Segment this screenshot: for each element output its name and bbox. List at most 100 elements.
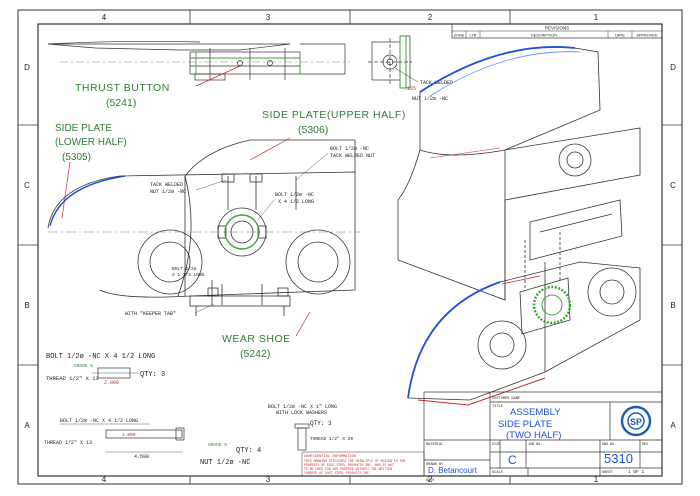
bolt-spec-2-thread: THREAD 1/2" X 13 bbox=[44, 440, 92, 446]
top-view bbox=[47, 40, 346, 81]
company-logo-icon: SP bbox=[620, 405, 652, 437]
material-label: MATERIAL bbox=[426, 443, 443, 447]
bolt-spec-2: BOLT 1/2ø -NC X 4 1/2 LONG THREAD 1/2" X… bbox=[44, 418, 261, 467]
bolt-top-line1: BOLT 1/2ø -NC bbox=[330, 146, 369, 152]
confidential-line1: THIS DRAWING DISCLOSES THE PRINCIPLE OF … bbox=[304, 459, 405, 463]
side-plate-lower-line2: (LOWER HALF) bbox=[55, 137, 127, 148]
drawn-by-label: DRAWN BY bbox=[426, 463, 444, 467]
col-label-3-bottom: 3 bbox=[266, 475, 271, 484]
bolt-mid-line1: BOLT 1/2ø -NC bbox=[275, 192, 314, 198]
scale-label: SCALE bbox=[492, 471, 503, 475]
row-label-a-left: A bbox=[24, 421, 30, 430]
confidential-heading: CONFIDENTIAL INFORMATION bbox=[304, 455, 356, 459]
sheet-label: SHEET bbox=[602, 471, 614, 475]
end-view-weld bbox=[399, 35, 407, 89]
row-label-d-left: D bbox=[24, 63, 30, 72]
main-elevation bbox=[47, 139, 356, 316]
confidential-box: CONFIDENTIAL INFORMATION THIS DRAWING DI… bbox=[301, 451, 425, 477]
tack-welded-mid-line2: NUT 1/2ø -NC bbox=[150, 189, 186, 195]
size-label: SIZE bbox=[492, 443, 500, 447]
logo-text: SP bbox=[630, 417, 642, 427]
revisions-header-date: DATE bbox=[615, 34, 625, 38]
side-plate-lower-line1: SIDE PLATE bbox=[55, 123, 112, 134]
customer-name-label: CUSTOMER NAME bbox=[492, 397, 520, 401]
top-view-weld-lines bbox=[195, 52, 301, 74]
thrust-button-part: (5241) bbox=[106, 97, 136, 109]
iso-lower-base-edge bbox=[417, 377, 546, 406]
bolt-mid-leader bbox=[257, 199, 275, 221]
zone-ticks bbox=[18, 10, 682, 484]
title-label: TITLE bbox=[492, 405, 503, 409]
end-view bbox=[368, 35, 412, 89]
title-line3: (TWO HALF) bbox=[506, 430, 561, 441]
revisions-header-approved: APPROVED bbox=[636, 34, 657, 38]
iso-upper bbox=[397, 46, 641, 301]
iso-upper-highlight bbox=[429, 51, 581, 97]
bolt-spec-2-nut: NUT 1/2ø -NC bbox=[200, 459, 250, 467]
bolt-spec-2-length: 4.500 bbox=[134, 454, 149, 460]
confidential-line4: CONSENT OF EAST STEEL PRODUCTS INC. bbox=[304, 471, 371, 475]
bolt-small-line2: X 1 1/2 LONG bbox=[172, 272, 205, 278]
bolt-spec-1-title: BOLT 1/2ø -NC X 4 1/2 LONG bbox=[46, 353, 155, 361]
side-plate-upper-leader bbox=[249, 137, 291, 161]
col-label-2-bottom: 2 bbox=[428, 475, 433, 484]
bolt-spec-1-length: 2.000 bbox=[104, 380, 119, 386]
col-label-1-bottom: 1 bbox=[594, 475, 599, 484]
side-plate-upper-label: SIDE PLATE(UPPER HALF) bbox=[262, 109, 406, 121]
bolt-spec-2-head bbox=[175, 427, 185, 441]
bolt-spec-3-title-line1: BOLT 1/2ø -NC X 1" LONG bbox=[268, 404, 337, 410]
drawn-by-value: D. Betancourt bbox=[428, 466, 478, 475]
col-label-3-top: 3 bbox=[266, 13, 271, 22]
bolt-spec-2-body bbox=[105, 429, 183, 439]
bolt-spec-3-body bbox=[297, 427, 307, 451]
col-label-1-top: 1 bbox=[594, 13, 599, 22]
col-label-2-top: 2 bbox=[428, 13, 433, 22]
row-label-b-left: B bbox=[24, 301, 29, 310]
bolt-top-leader bbox=[295, 152, 329, 181]
keeper-tab-leader bbox=[194, 303, 215, 314]
row-label-c-right: C bbox=[670, 181, 676, 190]
row-label-d-right: D bbox=[670, 63, 676, 72]
wear-shoe-part: (5242) bbox=[240, 348, 270, 360]
bolt-spec-3-title-line2: WITH LOCK WASHERS bbox=[276, 410, 327, 416]
revisions-table: REVISIONS ZONE LTR DESCRIPTION DATE APPR… bbox=[451, 23, 663, 39]
bolt-top-line2: TACK WELDED NUT bbox=[330, 153, 375, 159]
bolt-spec-2-title: BOLT 1/2ø -NC X 4 1/2 LONG bbox=[60, 418, 138, 424]
dwg-no-label: DWG NO. bbox=[602, 443, 616, 447]
job-no-label: JOB NO. bbox=[528, 443, 542, 447]
wear-shoe-leader bbox=[295, 311, 311, 337]
title-line1: ASSEMBLY bbox=[510, 407, 561, 418]
thrust-button-leader bbox=[195, 65, 241, 87]
bolt-spec-2-qty: QTY: 4 bbox=[236, 447, 261, 455]
bolt-spec-3-qty: QTY: 3 bbox=[310, 420, 332, 427]
side-plate-lower-part: (5305) bbox=[62, 152, 91, 163]
bolt-spec-3-head bbox=[294, 423, 310, 429]
thrust-button-label: THRUST BUTTON bbox=[75, 82, 170, 94]
tack-welded-mid-line1: TACK WELDED bbox=[150, 182, 183, 188]
bolt-spec-1-thread: THREAD 1/2" X 13 bbox=[46, 375, 99, 382]
bolt-spec-2-grade: GRADE 5 bbox=[208, 442, 227, 448]
title-line2: SIDE PLATE bbox=[498, 419, 552, 430]
iso-lower bbox=[407, 199, 641, 401]
col-label-4-top: 4 bbox=[102, 13, 107, 22]
row-label-b-right: B bbox=[670, 301, 675, 310]
bolt-mid-line2: X 4 1/2 LONG bbox=[278, 199, 314, 205]
tack-welded-top-line1: TACK WELDED bbox=[420, 80, 453, 86]
title-block bbox=[423, 391, 663, 477]
revisions-title: REVISIONS bbox=[545, 26, 570, 31]
date-label: DATE bbox=[426, 479, 435, 483]
bolt-spec-1-qty: QTY: 3 bbox=[140, 371, 165, 379]
tack-welded-top-line2: NUT 1/2ø -NC bbox=[412, 96, 448, 102]
bolt-spec-3-thread: THREAD 1/2" X 20 bbox=[310, 436, 354, 442]
bolt-small-line1: BOLT 1/2ø bbox=[172, 266, 197, 272]
tack-weld-mid-leader bbox=[195, 179, 227, 191]
row-label-c-left: C bbox=[24, 181, 30, 190]
col-label-4-bottom: 4 bbox=[102, 475, 107, 484]
dim-125-label: .125 bbox=[404, 86, 416, 92]
bolt-spec-3: BOLT 1/2ø -NC X 1" LONG WITH LOCK WASHER… bbox=[268, 404, 354, 451]
confidential-line3: TO BE USED FOR ANY PURPOSE WITHOUT THE W… bbox=[304, 467, 392, 471]
confidential-line2: PROPERTY OF EAST STEEL PRODUCTS INC. AND… bbox=[304, 463, 394, 467]
bolt-spec-1-grade: GRADE 5 bbox=[74, 363, 93, 369]
